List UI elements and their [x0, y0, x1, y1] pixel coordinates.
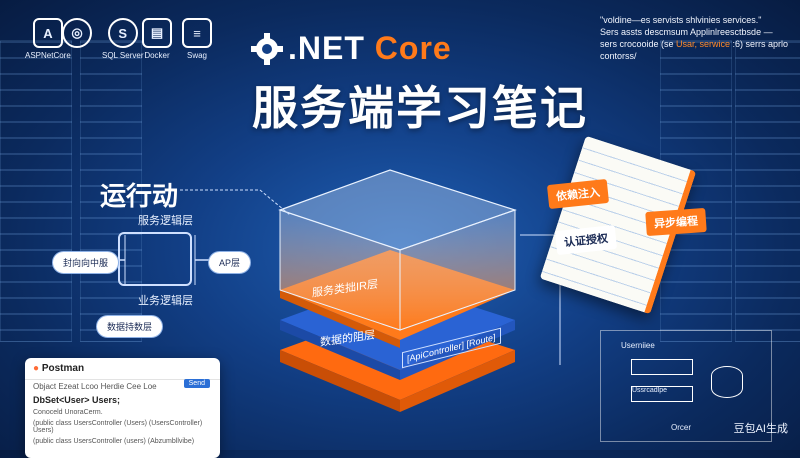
- docker-icon: ▤: [142, 18, 172, 48]
- service-layer-label: 服务逻辑层: [138, 215, 193, 227]
- desc-line: "voldine—es servists shlvinies services.…: [600, 15, 762, 25]
- gear-icon: [251, 33, 283, 65]
- desc-text: sers crocooide (se: [600, 39, 677, 49]
- triangle-a-icon: A: [32, 18, 63, 48]
- code-line: (public class UsersController (Users) (U…: [33, 420, 203, 434]
- postman-window: ● Postman Objact Ezeat Lcoo Herdie Cee L…: [25, 358, 220, 458]
- server-rack: [80, 40, 142, 342]
- page-title: 服务端学习笔记: [252, 82, 588, 134]
- docker-logo: ▤ Docker: [142, 18, 172, 60]
- aspnet-logo: A ASPNetCore: [25, 18, 71, 60]
- watermark: 豆包AI生成: [733, 423, 788, 435]
- postman-logo-icon: ●: [33, 363, 40, 374]
- architecture-sketch: Userniiee Ussrcadlpe Orcer: [600, 330, 772, 442]
- server-rack: [735, 40, 800, 342]
- postman-title: ● Postman: [25, 358, 220, 380]
- sql-server-icon: S: [107, 18, 138, 48]
- core-logo: ◎: [62, 18, 92, 51]
- layer-stack: [278, 169, 517, 412]
- runtime-heading: 运行动: [100, 181, 179, 211]
- logo-label: Swag: [186, 51, 207, 60]
- globe-icon: ◎: [62, 18, 92, 48]
- logo-label: Docker: [144, 51, 170, 60]
- title-net-core: .NET Core: [288, 30, 452, 67]
- tag-async: 异步编程: [645, 207, 707, 237]
- server-rack: [0, 40, 72, 342]
- business-layer-label: 业务逻辑层: [138, 295, 193, 307]
- desc-line: sers crocooide (se Usar, serwice :6) ser…: [600, 38, 790, 50]
- desc-text: :6) serrs aprlo: [730, 39, 789, 49]
- data-layer-pill: 数据持数层: [96, 315, 164, 338]
- sketch-label: Userniiee: [621, 341, 655, 350]
- logo-label: ASPNetCore: [25, 51, 71, 60]
- device-icon: [118, 232, 192, 286]
- title-net: .NET: [288, 30, 375, 66]
- sqlserver-logo: S SQL Server: [102, 18, 144, 60]
- api-layer-pill: AP层: [208, 251, 252, 274]
- postman-title-text: Postman: [41, 363, 85, 374]
- title-core: Core: [374, 30, 452, 66]
- sketch-box: [631, 359, 693, 375]
- code-comment: Conoceld UnoraCerm.: [33, 409, 103, 416]
- swagger-icon: ≡: [182, 18, 212, 48]
- sketch-label: Ussrcadlpe: [632, 387, 668, 394]
- desc-line: contorss/: [600, 51, 637, 61]
- database-icon: [711, 366, 743, 398]
- send-button[interactable]: Send: [183, 379, 210, 388]
- code-line: (public class UsersController (users) (A…: [33, 438, 195, 445]
- desc-line: Sers assts descmsum Applinlreesctbsde —: [600, 27, 773, 37]
- sketch-box: Ussrcadlpe: [631, 386, 693, 402]
- sketch-label: Orcer: [671, 423, 691, 432]
- swagger-logo: ≡ Swag: [182, 18, 212, 60]
- postman-tabs[interactable]: Objact Ezeat Lcoo Herdie Cee Loe: [33, 382, 157, 391]
- middleware-pill: 封向向中服: [52, 251, 120, 274]
- connector-line: [180, 189, 291, 216]
- logo-label: SQL Server: [102, 51, 144, 60]
- service-description: "voldine—es servists shlvinies services.…: [600, 14, 790, 62]
- desc-highlight: Usar, serwice: [676, 39, 731, 49]
- code-line: DbSet<User> Users;: [33, 395, 121, 405]
